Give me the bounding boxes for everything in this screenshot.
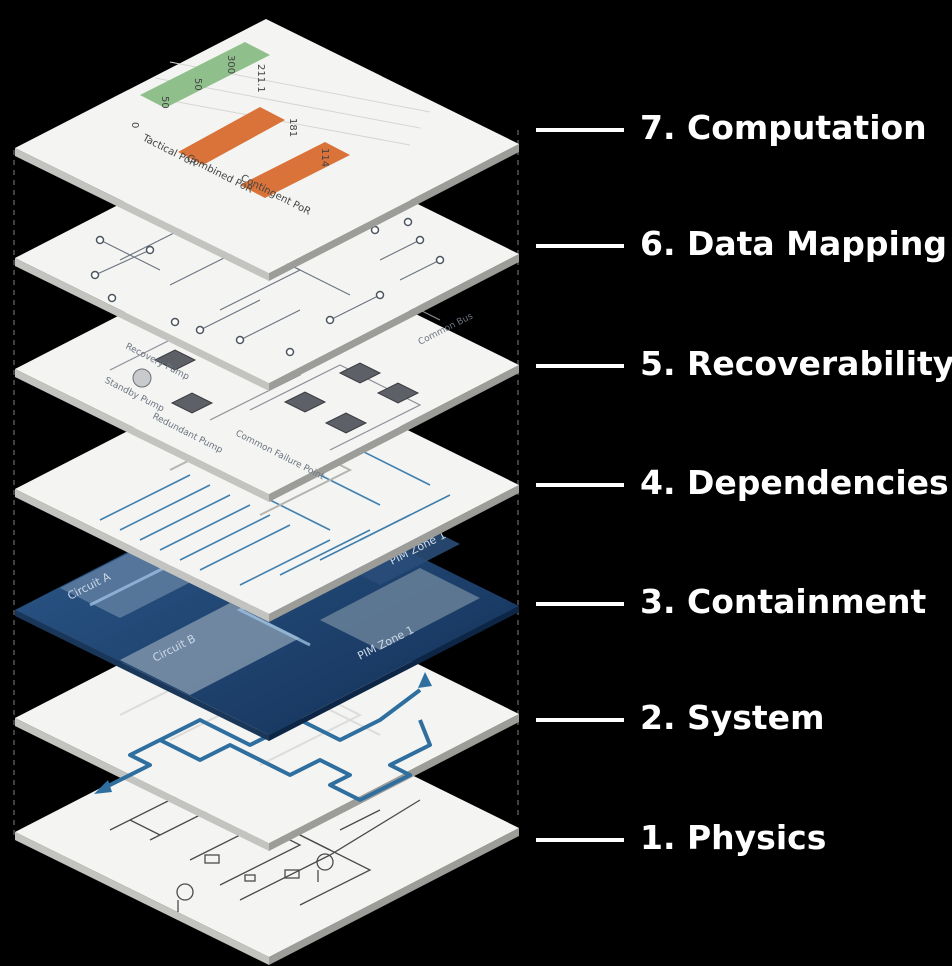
leader-line-4 [536, 483, 624, 487]
recovery-pump-blocks [153, 349, 420, 434]
layer-label-physics: 1. Physics [640, 818, 827, 857]
layer-label-computation: 7. Computation [640, 108, 927, 147]
leader-line-3 [536, 602, 624, 606]
leader-line-1 [536, 838, 624, 842]
axis-tick-3: 300 [225, 55, 236, 74]
layer-label-containment: 3. Containment [640, 582, 927, 621]
leader-line-7 [536, 128, 624, 132]
leader-line-6 [536, 244, 624, 248]
layer-label-dependencies: 4. Dependencies: [640, 463, 952, 502]
computation-bar [240, 142, 350, 198]
bar-value-label: 211.1 [255, 64, 266, 93]
computation-bar [140, 42, 270, 108]
mapping-nodes [90, 205, 445, 357]
computation-axis-ticks: 0 50 50 300 [129, 55, 236, 128]
circuit-b-zone [120, 603, 300, 695]
leader-line-2 [536, 718, 624, 722]
bar-value-label: 114 [319, 148, 330, 167]
layer-label-data-mapping: 6. Data Mapping [640, 224, 947, 263]
pim-zone-lower [320, 568, 480, 650]
flow-arrow-icon [94, 780, 112, 794]
computation-value-labels: 211.1 181 114 [255, 64, 330, 167]
dashed-guide-lines [13, 130, 519, 840]
leader-line-5 [536, 364, 624, 368]
axis-tick-0: 0 [129, 122, 140, 128]
layer-label-system: 2. System [640, 698, 825, 737]
computation-bars [140, 42, 350, 198]
computation-bar [178, 107, 285, 165]
axis-tick-1: 50 [159, 96, 170, 109]
flow-arrow-icon [418, 672, 432, 688]
bar-value-label: 181 [287, 118, 298, 137]
layer-label-recoverability: 5. Recoverability [640, 344, 952, 383]
layer-7-computation-plate: 0 50 50 300 211.1 181 114 Tactical PoR C… [15, 19, 519, 281]
axis-tick-2: 50 [192, 78, 203, 91]
